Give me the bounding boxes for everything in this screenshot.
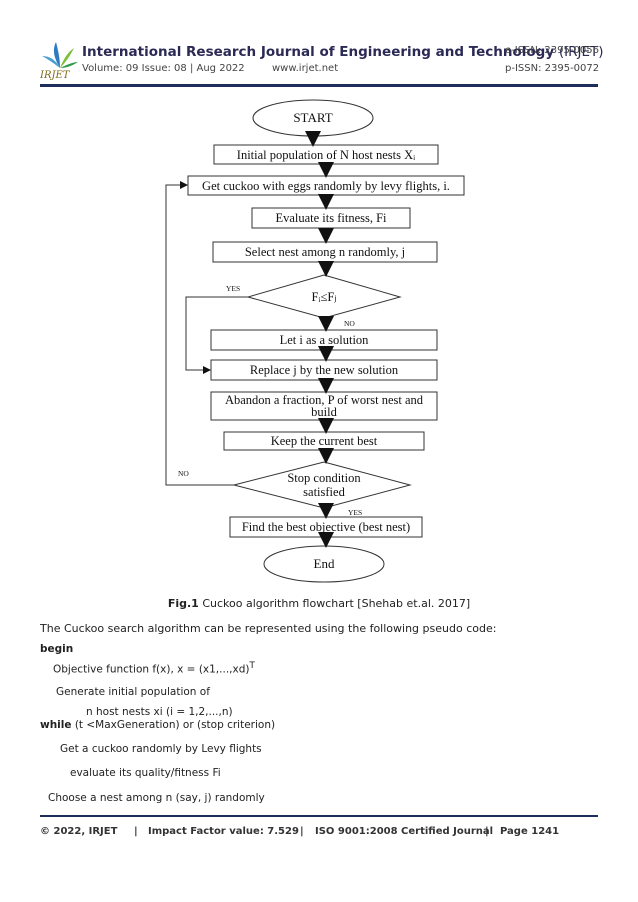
- start-label: START: [293, 110, 332, 125]
- let-i-label: Let i as a solution: [280, 333, 370, 347]
- find-label: Find the best objective (best nest): [242, 520, 410, 534]
- footer-impact: Impact Factor value: 7.529: [148, 826, 299, 837]
- cuckoo-flowchart: START Initial population of N host nests…: [165, 99, 465, 583]
- compare-label: Fᵢ≤Fⱼ: [312, 290, 337, 304]
- evaluate-label: Evaluate its fitness, Fi: [275, 211, 387, 225]
- stop-label-2: satisfied: [303, 485, 345, 499]
- pseudo-line1: Objective function f(x), x = (x1,...,xd)…: [53, 661, 255, 676]
- irjet-logo: [42, 42, 78, 68]
- pseudo-line5: Get a cuckoo randomly by Levy flights: [60, 743, 262, 755]
- figure-caption-text: Cuckoo algorithm flowchart [Shehab et.al…: [198, 597, 471, 610]
- intro-paragraph: The Cuckoo search algorithm can be repre…: [40, 622, 497, 635]
- footer-separator: |: [485, 826, 489, 837]
- figure-label: Fig.1: [167, 597, 199, 610]
- footer-separator: |: [134, 826, 138, 837]
- no-label-1: NO: [344, 319, 355, 328]
- yes-loop-line: [185, 296, 248, 374]
- abandon-label-2: build: [311, 405, 337, 419]
- init-label: Initial population of N host nests Xᵢ: [237, 148, 415, 162]
- logo-text: IRJET: [40, 70, 70, 81]
- header-rule: [40, 84, 598, 87]
- pissn: p-ISSN: 2395-0072: [505, 63, 600, 74]
- no-loop-line: [165, 181, 234, 486]
- pseudo-line6: evaluate its quality/fitness Fi: [70, 767, 221, 779]
- no-label-2: NO: [178, 469, 189, 478]
- yes-label-1: YES: [226, 284, 240, 293]
- footer-copyright: © 2022, IRJET: [40, 826, 118, 837]
- abandon-label-1: Abandon a fraction, P of worst nest and: [225, 393, 424, 407]
- pseudo-line1-sup: T: [249, 661, 255, 671]
- eissn: e-ISSN: 2395-0056: [505, 45, 599, 56]
- website-link[interactable]: www.irjet.net: [272, 63, 339, 74]
- pseudo-line2: Generate initial population of: [56, 686, 210, 698]
- volume-info: Volume: 09 Issue: 08 | Aug 2022: [82, 63, 245, 74]
- abandon-box: [210, 391, 438, 421]
- journal-abbr: (IRJET): [558, 44, 604, 60]
- get-cuckoo-label: Get cuckoo with eggs randomly by levy fl…: [202, 179, 450, 193]
- pseudo-while-keyword: while: [40, 719, 72, 731]
- journal-name: International Research Journal of Engine…: [82, 44, 555, 60]
- footer-page-number: Page 1241: [500, 826, 560, 837]
- pseudo-line7: Choose a nest among n (say, j) randomly: [48, 792, 265, 804]
- footer-rule: [40, 815, 598, 817]
- pseudo-line3: n host nests xi (i = 1,2,...,n): [86, 706, 233, 718]
- select-label: Select nest among n randomly, j: [245, 245, 405, 259]
- footer-separator: |: [300, 826, 304, 837]
- end-label: End: [314, 556, 335, 571]
- pseudo-begin: begin: [40, 643, 74, 655]
- replace-label: Replace j by the new solution: [250, 363, 399, 377]
- yes-label-2: YES: [348, 508, 362, 517]
- journal-title: International Research Journal of Engine…: [82, 44, 604, 60]
- figure-caption: Fig.1 Cuckoo algorithm flowchart [Shehab…: [0, 597, 638, 610]
- pseudo-while: while (t <MaxGeneration) or (stop criter…: [40, 719, 275, 731]
- stop-label-1: Stop condition: [287, 471, 361, 485]
- pseudo-while-condition: (t <MaxGeneration) or (stop criterion): [71, 719, 276, 731]
- footer-iso: ISO 9001:2008 Certified Journal: [315, 826, 494, 837]
- pseudo-line1-text: Objective function f(x), x = (x1,...,xd): [53, 663, 250, 676]
- keep-label: Keep the current best: [271, 434, 378, 448]
